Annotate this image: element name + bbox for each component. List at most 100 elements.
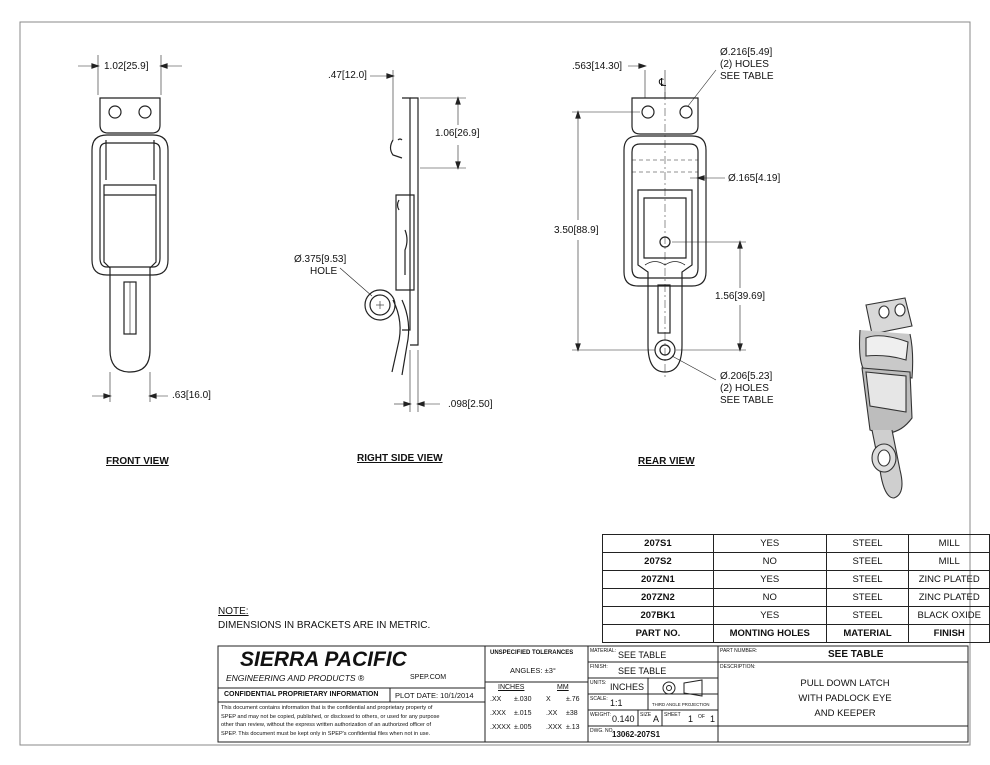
tolerance-cell: .XXX xyxy=(546,724,562,731)
parts-table-cell: YES xyxy=(712,606,827,625)
rear-mid-dia: Ø.165[4.19] xyxy=(728,173,781,184)
parts-table-cell: MILL xyxy=(908,552,990,571)
part-number-value: SEE TABLE xyxy=(828,649,884,660)
material-value: SEE TABLE xyxy=(618,650,667,660)
front-view-drawing xyxy=(78,55,182,402)
isometric-view xyxy=(858,297,914,499)
tolerance-cell: ±.76 xyxy=(566,696,580,703)
dwg-number: 13062-207S1 xyxy=(612,730,661,739)
tolerance-cell: X xyxy=(546,696,551,703)
plot-date: PLOT DATE: 10/1/2014 xyxy=(395,691,474,700)
rear-view-title: REAR VIEW xyxy=(638,456,695,467)
tolerance-cell: ±38 xyxy=(566,710,578,717)
rear-hole-top-count: (2) HOLES xyxy=(720,59,769,70)
front-dim-bottom: .63[16.0] xyxy=(172,390,211,401)
parts-table-cell: STEEL xyxy=(825,534,910,553)
parts-table-cell: 207S2 xyxy=(602,552,714,571)
parts-table-cell: ZINC PLATED xyxy=(908,570,990,589)
rear-hole-top-dia: Ø.216[5.49] xyxy=(720,47,773,58)
parts-table-cell: STEEL xyxy=(825,570,910,589)
rear-dim-height: 3.50[88.9] xyxy=(554,225,599,236)
tolerances-label: UNSPECIFIED TOLERANCES xyxy=(490,650,574,656)
description-text: PULL DOWN LATCH WITH PADLOCK EYE AND KEE… xyxy=(798,678,892,719)
centerline-symbol: ℄ xyxy=(659,77,667,89)
scale-value: 1:1 xyxy=(610,698,623,708)
tolerance-cell: ±.030 xyxy=(514,696,532,703)
parts-table-cell: STEEL xyxy=(825,588,910,607)
parts-table-cell: YES xyxy=(712,534,827,553)
disclaimer: This document contains information that … xyxy=(221,705,440,738)
tolerance-cell: .XX xyxy=(490,696,502,703)
side-dim-right: 1.06[26.9] xyxy=(435,128,480,139)
tolerance-cell: .XX xyxy=(546,710,558,717)
rear-hole-bot-note: SEE TABLE xyxy=(720,395,774,406)
parts-table-cell: STEEL xyxy=(825,606,910,625)
side-dim-top: .47[12.0] xyxy=(328,70,367,81)
rear-hole-top-note: SEE TABLE xyxy=(720,71,774,82)
rear-dim-left: .563[14.30] xyxy=(572,61,623,72)
tolerance-cell: ±.005 xyxy=(514,724,532,731)
confidential-label: CONFIDENTIAL PROPRIETARY INFORMATION xyxy=(224,691,379,698)
title-block-frame xyxy=(217,645,969,743)
front-dim-top: 1.02[25.9] xyxy=(104,61,149,72)
description-label: DESCRIPTION: xyxy=(720,664,756,670)
parts-table-cell: PART NO. xyxy=(602,624,714,643)
company-subtitle: ENGINEERING AND PRODUCTS ® xyxy=(226,673,365,683)
sheet-label: SHEET xyxy=(664,712,681,718)
angles-tolerance: ANGLES: ±3° xyxy=(510,666,556,675)
sheet-border xyxy=(19,21,971,746)
note-text: DIMENSIONS IN BRACKETS ARE IN METRIC. xyxy=(218,620,431,631)
side-hole-label: HOLE xyxy=(310,266,338,277)
side-hole-dia: Ø.375[9.53] xyxy=(294,254,347,265)
side-view-drawing xyxy=(339,70,466,412)
parts-table-cell: 207BK1 xyxy=(602,606,714,625)
parts-table-cell: MILL xyxy=(908,534,990,553)
parts-table-cell: 207ZN2 xyxy=(602,588,714,607)
scale-label: SCALE: xyxy=(590,696,608,702)
parts-table-cell: 207S1 xyxy=(602,534,714,553)
size-label: SIZE xyxy=(640,712,652,718)
tolerance-cell: .XXX xyxy=(490,710,506,717)
part-number-label: PART NUMBER: xyxy=(720,648,758,654)
parts-table-cell: MATERIAL xyxy=(825,624,910,643)
parts-table-cell: 207ZN1 xyxy=(602,570,714,589)
side-dim-bottom: .098[2.50] xyxy=(448,399,493,410)
note-heading: NOTE: xyxy=(218,606,249,617)
rear-hole-bot-count: (2) HOLES xyxy=(720,383,769,394)
size-value: A xyxy=(653,714,660,724)
rear-view-drawing xyxy=(572,63,746,381)
material-label: MATERIAL: xyxy=(590,648,617,654)
tol-mm-label: MM xyxy=(557,684,569,691)
front-view-title: FRONT VIEW xyxy=(106,456,169,467)
of-value: 1 xyxy=(710,714,716,724)
side-view-title: RIGHT SIDE VIEW xyxy=(357,453,443,464)
company-website: SPEP.COM xyxy=(410,674,447,681)
parts-table-cell: YES xyxy=(712,570,827,589)
tolerance-cell: ±.13 xyxy=(566,724,580,731)
parts-table-cell: ZINC PLATED xyxy=(908,588,990,607)
rear-dim-lower: 1.56[39.69] xyxy=(715,291,766,302)
tol-inches-label: INCHES xyxy=(498,684,525,691)
tolerance-cell: ±.015 xyxy=(514,710,532,717)
parts-table-cell: BLACK OXIDE xyxy=(908,606,990,625)
rear-hole-bot-dia: Ø.206[5.23] xyxy=(720,371,773,382)
units-label: UNITS: xyxy=(590,680,607,686)
parts-table-cell: STEEL xyxy=(825,552,910,571)
projection-label: THIRD ANGLE PROJECTION xyxy=(652,702,710,707)
dwg-label: DWG. NO. xyxy=(590,728,614,734)
sheet-value: 1 xyxy=(688,714,694,724)
finish-label: FINISH: xyxy=(590,664,608,670)
tolerance-cell: .XXXX xyxy=(490,724,511,731)
weight-label: WEIGHT: xyxy=(590,712,611,718)
of-label: OF xyxy=(698,714,705,720)
parts-table-cell: NO xyxy=(712,552,827,571)
parts-table-cell: FINISH xyxy=(908,624,990,643)
